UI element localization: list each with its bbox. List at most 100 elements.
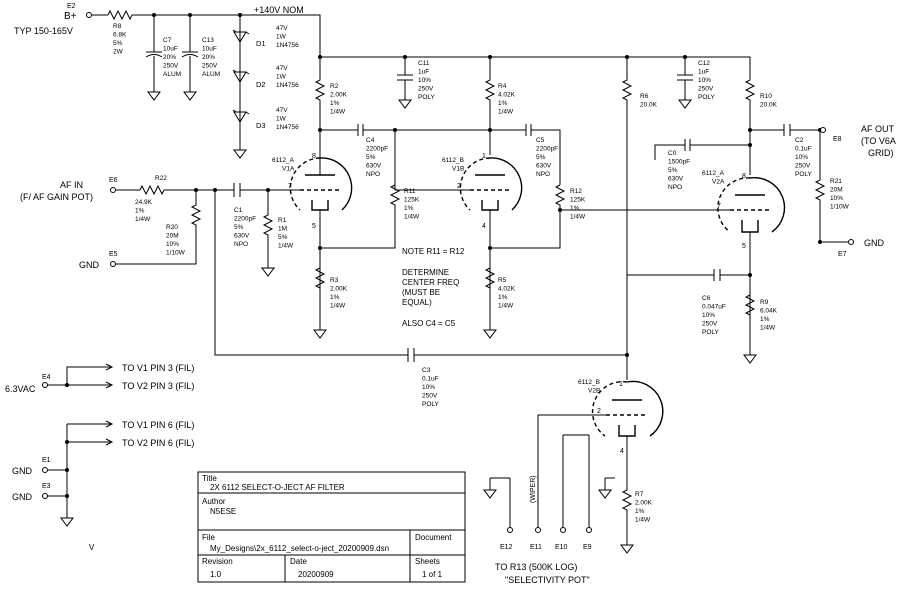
ref-d1: D1 [256,39,266,48]
tb-file: My_Designs\2x_6112_select-o-ject_2020090… [210,544,389,553]
ground-symbol [313,329,327,339]
resistor-r3 [314,267,326,330]
terminal-e7[interactable] [848,239,854,245]
note-line: DETERMINE [402,268,449,277]
stage-v1a [268,57,413,339]
pot-label-1: TO R13 (500K LOG) [495,562,577,572]
e5-pin: E5 [109,251,118,258]
zener-d2 [232,69,250,83]
stage-v1b [393,57,566,339]
resistor-r4 [484,57,496,130]
label-r22: R22 [155,175,167,182]
tube-v1a [289,155,353,211]
ref-d2: D2 [256,80,266,89]
pin-v2b-plate: 1 [619,381,623,388]
vac-pin: E4 [42,374,51,381]
note-line: EQUAL) [402,298,432,307]
af-in-pin: E6 [109,177,118,184]
terminal-e4[interactable] [42,382,48,388]
ground-symbol [60,517,74,527]
gnd-e7: GND [864,238,885,248]
tube-v2a [717,176,786,233]
tb-rev-header: Revision [202,557,233,566]
wiper-label: (WIPER) [530,475,537,503]
note-line: CENTER FREQ [402,278,459,287]
resistor-r11 [320,184,401,249]
fil-v2-6: TO V2 PIN 6 (FIL) [122,438,194,448]
ground-symbol [483,329,497,339]
stray-mark: V [89,543,95,552]
ground-symbol [183,91,197,101]
ground-symbol [398,99,412,109]
tube-v2b [591,380,664,437]
resistor-r6 [621,57,633,355]
zener-d1 [232,29,250,43]
terminal-e1[interactable] [42,467,48,473]
ground-symbol [743,354,757,364]
resistor-r7 [621,489,633,545]
resistor-r10 [744,75,756,175]
pin-v1a-plate: 8 [312,153,316,160]
resistor-r2 [314,57,326,130]
terminal-e2[interactable] [86,12,92,18]
pin-v1b-cath: 4 [482,223,486,230]
gnd-e1: GND [12,466,33,476]
ground-symbol [598,489,612,499]
af-out-sub1: (TO V6A [861,136,896,146]
tb-date-header: Date [290,557,307,566]
terminal-e3[interactable] [42,493,48,499]
supply-section [86,9,751,159]
labels: B+ E2 TYP 150-165V +140V NOM 8 7 5 1 2 4… [5,3,896,585]
note-line: NOTE R11 = R12 [402,247,465,256]
resistor-r1 [262,190,274,268]
tb-author: N5ESE [210,507,236,516]
gnd-e3: GND [12,492,33,502]
supply-b-plus: B+ [64,11,77,22]
pin-v2b-grid: 2 [597,408,601,415]
ground-symbol [261,267,275,277]
vac-label: 6.3VAC [5,384,36,394]
pin-v2a-cath: 5 [742,243,746,250]
terminal-e9[interactable] [586,527,592,533]
filament-section [42,363,114,527]
resistor-r8 [107,9,133,21]
note-line: ALSO C4 = C5 [402,319,456,328]
terminal-e12[interactable] [507,527,513,533]
terminal-e10[interactable] [560,527,566,533]
tb-sheets-header: Sheets [415,557,440,566]
af-out-sub2: GRID) [868,148,894,158]
resistor-r21 [814,130,848,243]
terminal-e11[interactable] [535,527,541,533]
af-input-section [110,183,627,362]
terminal-e8[interactable] [820,127,826,133]
e9-label: E9 [583,544,592,551]
terminal-e5[interactable] [110,261,116,267]
pin-v2a-plate: 8 [742,173,746,180]
af-in-label: AF IN [60,180,83,190]
e1-pin: E1 [42,457,51,464]
tb-title-header: Title [202,474,217,483]
terminal-e6[interactable] [110,187,116,193]
terminal-e2-label: E2 [67,3,76,10]
rail-label: +140V NOM [254,5,304,15]
resistor-r9 [744,294,756,355]
gnd-e5: GND [79,260,100,270]
